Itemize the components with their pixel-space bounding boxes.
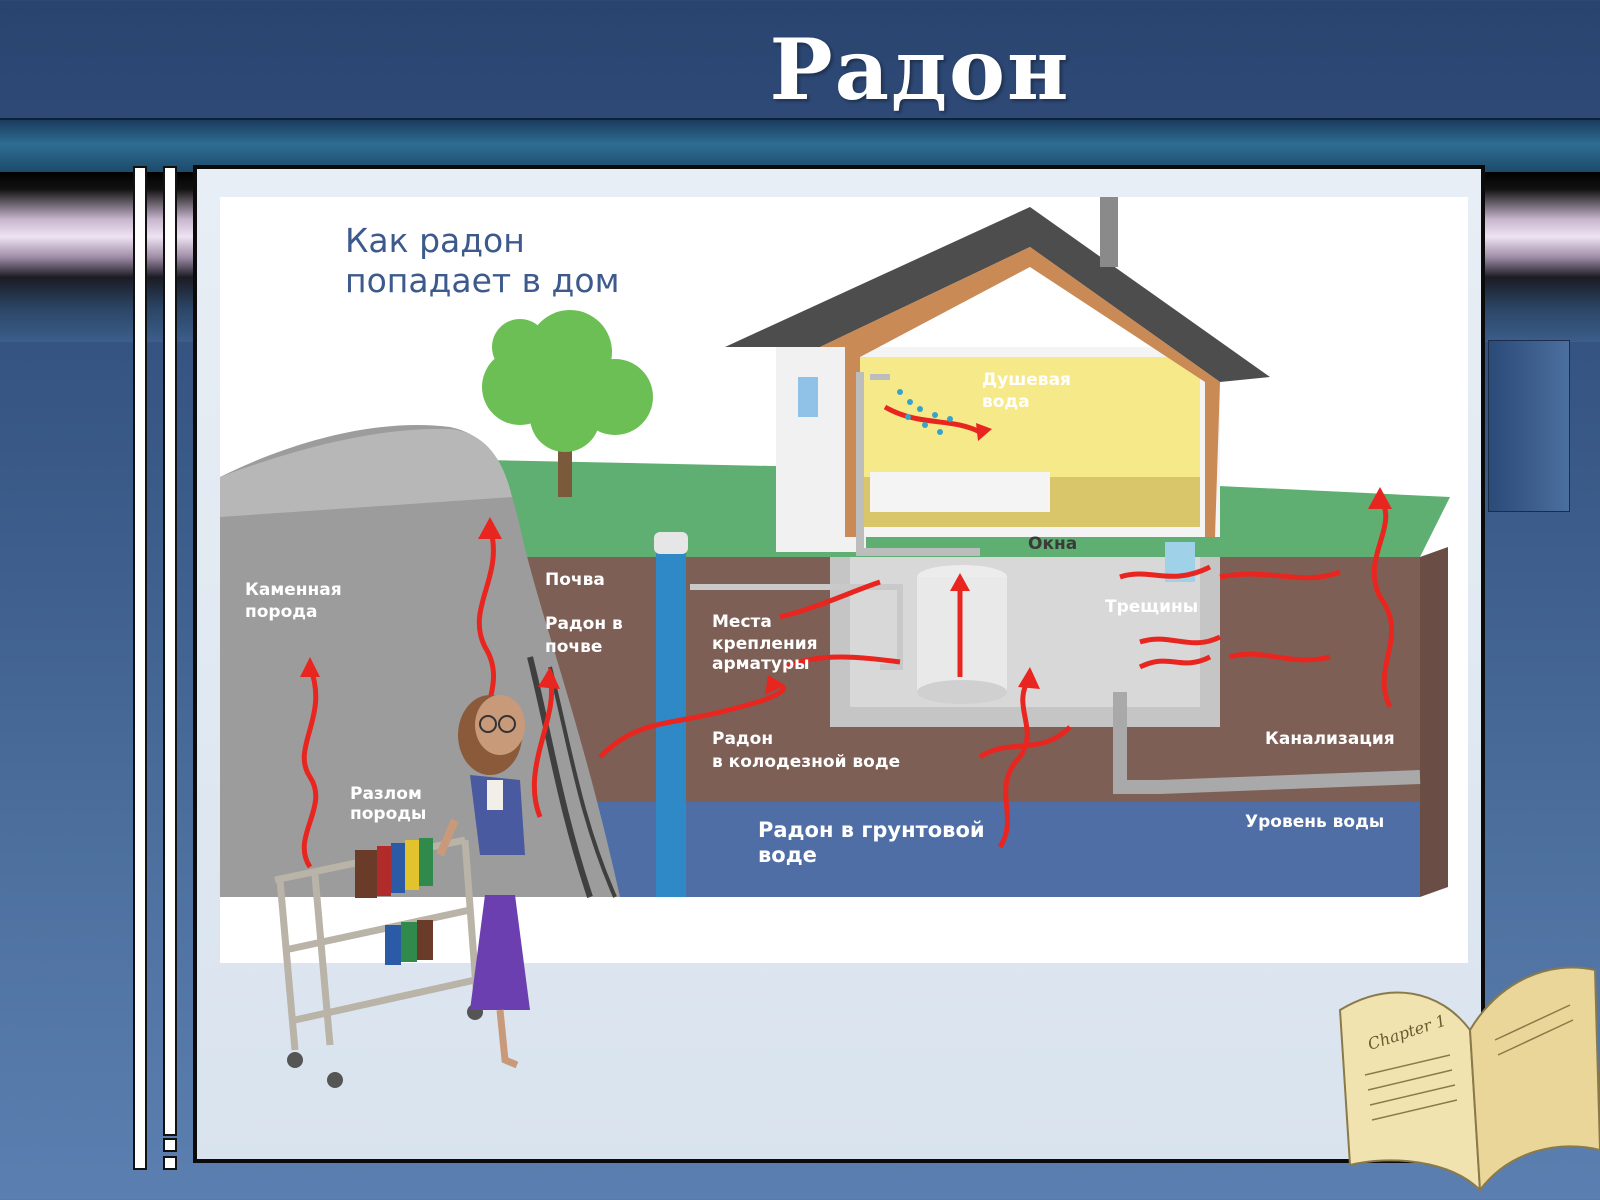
radon-diagram: Как радон попадает в дом Каменная порода… (220, 197, 1468, 963)
label-radon-soil-1: Радон в (545, 614, 623, 634)
decor-rail-dot (163, 1138, 177, 1152)
label-sewer: Канализация (1265, 729, 1395, 749)
cart-wheels (287, 1004, 483, 1088)
label-soil: Почва (545, 570, 605, 590)
label-rock-1: Каменная (245, 580, 342, 600)
house-roof (725, 207, 1270, 382)
label-rock-2: порода (245, 602, 317, 622)
label-groundwater-2: воде (758, 843, 817, 867)
label-water-level: Уровень воды (1245, 812, 1384, 832)
rock-hill (220, 425, 620, 897)
decor-tab (1488, 340, 1570, 512)
decor-rail-dot (163, 1156, 177, 1170)
label-shower-2: вода (982, 392, 1030, 412)
decor-rail-right (163, 166, 177, 1136)
librarian-clipart (274, 695, 530, 1088)
label-fixtures-3: арматуры (712, 654, 809, 674)
librarian-figure (436, 695, 530, 1069)
label-fault-2: породы (350, 804, 426, 824)
label-fixtures-1: Места (712, 612, 772, 632)
label-groundwater-1: Радон в грунтовой (758, 818, 985, 842)
house (690, 197, 1421, 794)
sewer-pipe (1113, 692, 1421, 794)
shower-spray (897, 389, 953, 435)
open-book-clipart: Chapter 1 (1338, 966, 1600, 1193)
books (355, 838, 433, 965)
label-windows: Окна (1028, 534, 1077, 554)
label-fixtures-2: крепления (712, 634, 818, 654)
tree-crown (482, 310, 653, 452)
book-lines (1364, 1004, 1574, 1121)
label-shower-1: Душевая (982, 370, 1071, 390)
label-fault-1: Разлом (350, 784, 422, 804)
arrow-heads (300, 423, 1392, 695)
diagram-heading-2: попадает в дом (345, 261, 619, 300)
label-well-2: в колодезной воде (712, 752, 900, 772)
label-radon-soil-2: почве (545, 637, 602, 657)
label-well-1: Радон (712, 729, 773, 749)
diagram-heading-1: Как радон (345, 221, 525, 260)
slide-title: Радон (769, 20, 1071, 119)
label-cracks: Трещины (1105, 597, 1198, 617)
decor-rail-left (133, 166, 147, 1170)
